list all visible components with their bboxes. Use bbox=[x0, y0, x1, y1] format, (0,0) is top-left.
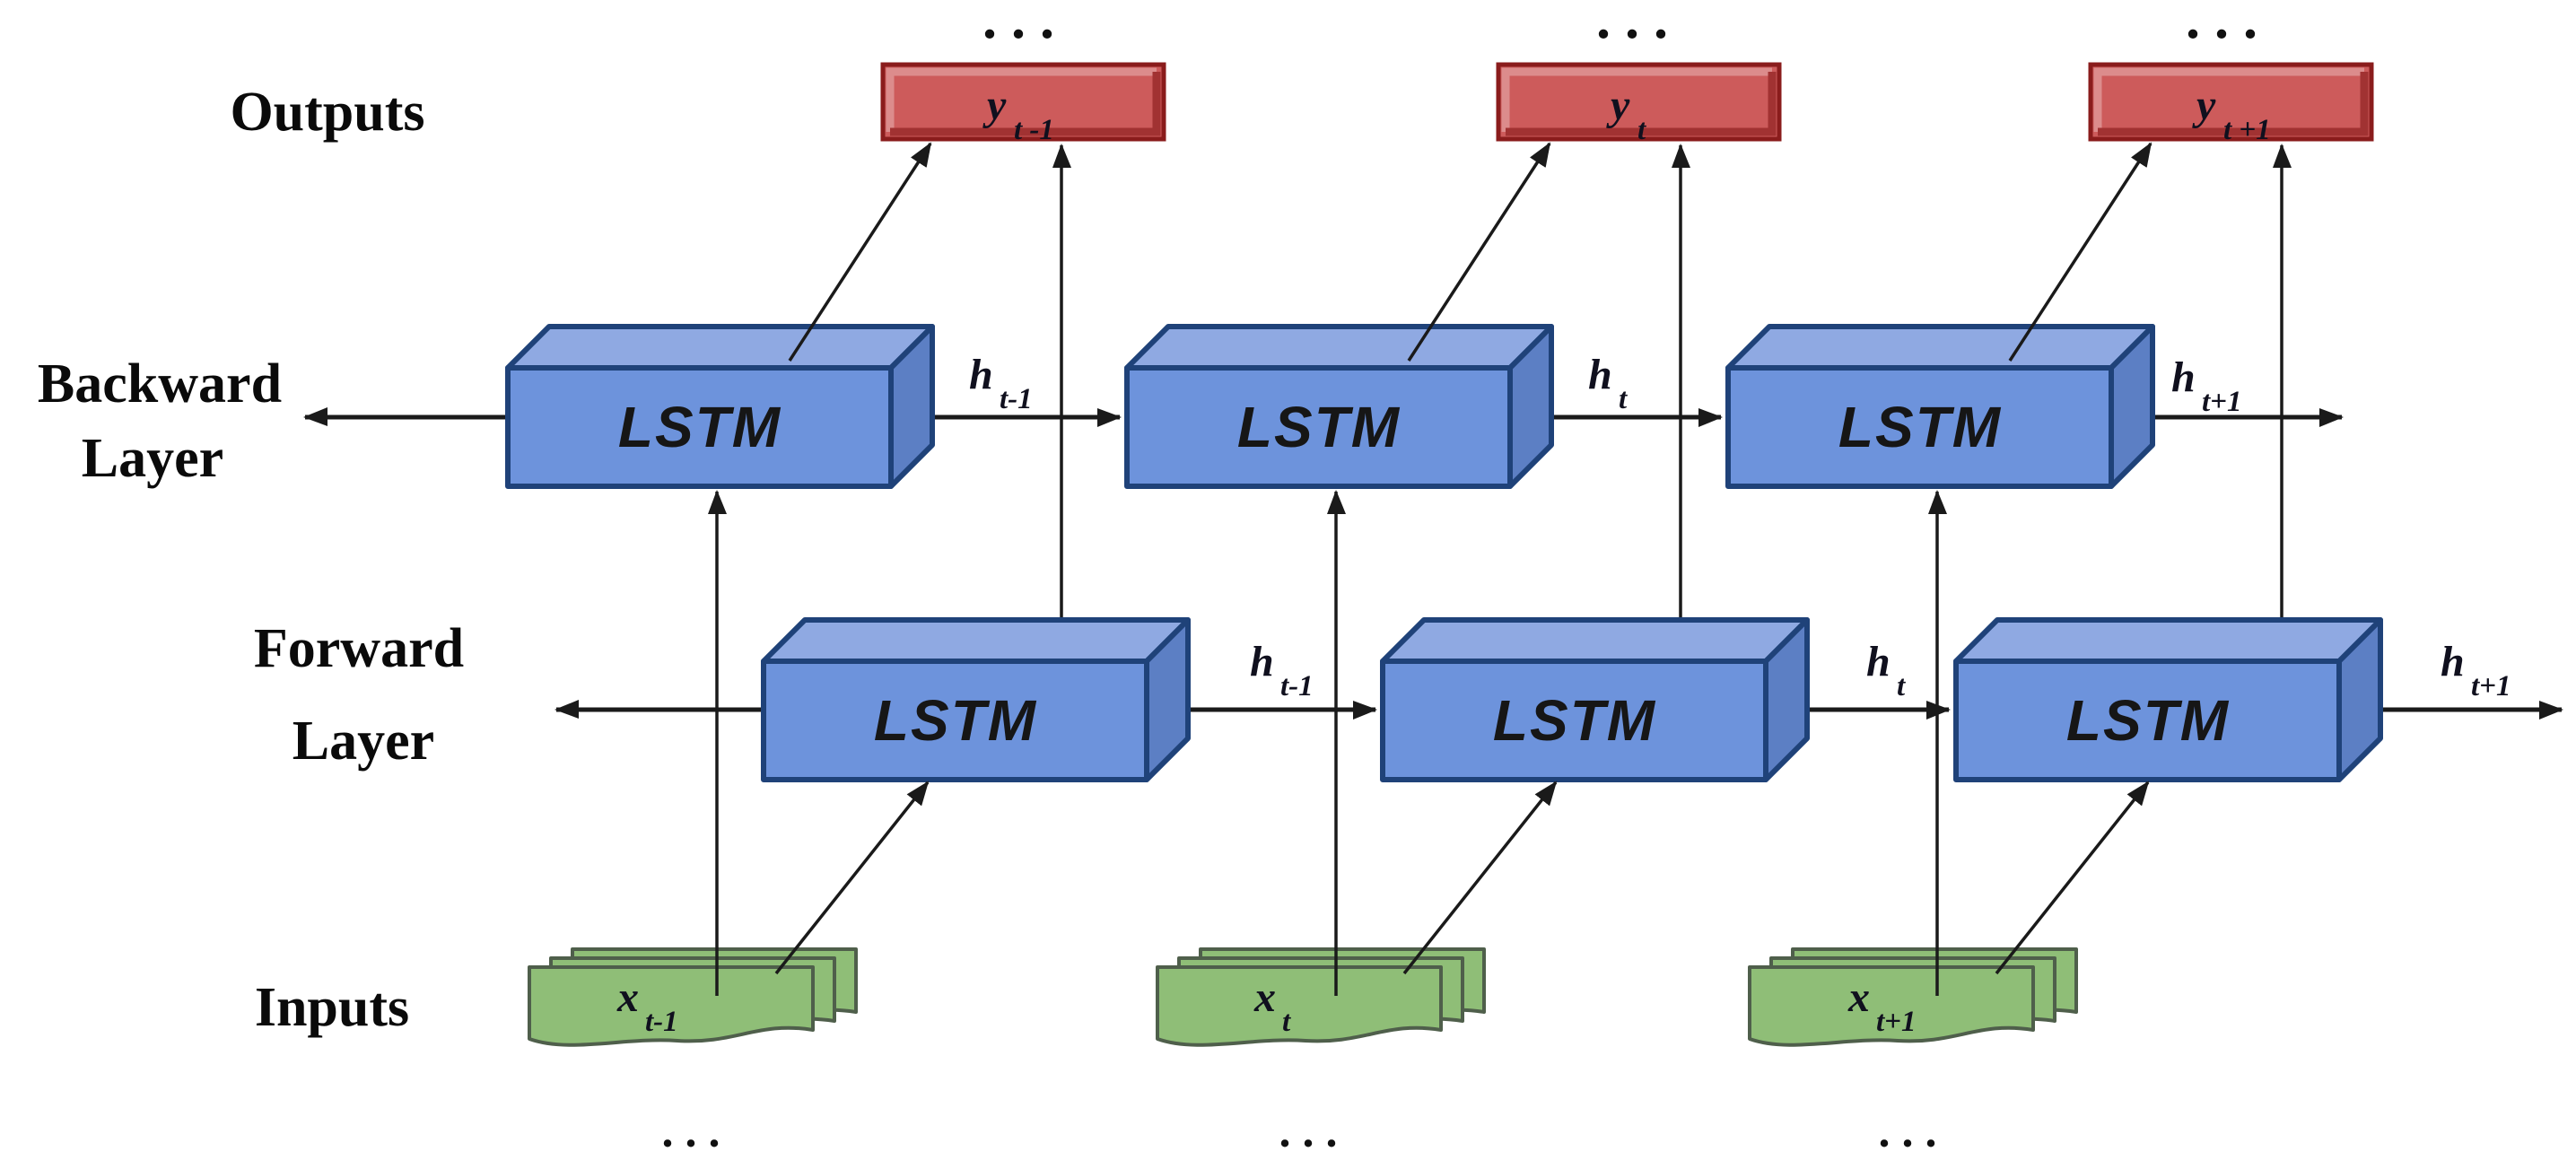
row-label-backward-line1: Backward bbox=[38, 353, 282, 414]
input-sheet-front bbox=[1156, 965, 1443, 1047]
row-label-backward-line2: Layer bbox=[82, 428, 223, 489]
hidden-label-sub: t+1 bbox=[2202, 386, 2241, 418]
output-box-face bbox=[880, 62, 1166, 142]
output-box-bevel-highlight bbox=[2093, 67, 2364, 132]
hidden-label-sub: t+1 bbox=[2471, 670, 2511, 702]
output-box-face bbox=[2088, 62, 2374, 142]
output-label-main: y bbox=[982, 82, 1007, 129]
output-box-bevel-highlight bbox=[1501, 67, 1772, 132]
hidden-label-sub: t-1 bbox=[1000, 383, 1033, 415]
output-box-bevel-shadow bbox=[2098, 72, 2369, 136]
lstm-text: LSTM bbox=[1493, 688, 1656, 753]
lstm-box-top-face bbox=[1124, 324, 1554, 371]
backward-hidden-label-t: h t bbox=[1588, 351, 1628, 415]
backward-hidden-label-t-minus-1: h t-1 bbox=[969, 351, 1033, 415]
input-label-sub: t+1 bbox=[1876, 1006, 1916, 1038]
input-stack-t-plus-1 bbox=[1748, 947, 2078, 1047]
output-label-sub: t -1 bbox=[1014, 114, 1054, 146]
output-label-main: y bbox=[1606, 82, 1630, 129]
output-box-face bbox=[1496, 62, 1782, 142]
lstm-box-front-face bbox=[1953, 659, 2342, 782]
ellipsis-bottom-t-plus-1: . . . bbox=[1879, 1106, 1937, 1157]
input-to-forward-arrow-t-minus-1 bbox=[774, 781, 930, 975]
hidden-label-sub: t bbox=[1897, 670, 1906, 702]
input-stack-t-minus-1 bbox=[528, 947, 858, 1047]
lstm-box-front-face bbox=[1380, 659, 1768, 782]
output-box-bevel-shadow bbox=[1506, 72, 1777, 136]
input-sheet-front bbox=[1748, 965, 2035, 1047]
backward-lstm-t-minus-1: LSTM bbox=[505, 324, 935, 489]
lstm-text: LSTM bbox=[2066, 688, 2230, 753]
backward-to-output-arrow-t-plus-1 bbox=[2008, 142, 2152, 362]
hidden-label-sub: t bbox=[1619, 383, 1628, 415]
output-box-t-minus-1: y t -1 bbox=[880, 62, 1166, 146]
input-label-main: x bbox=[616, 973, 639, 1021]
lstm-text: LSTM bbox=[618, 395, 782, 459]
lstm-box-top-face bbox=[1953, 617, 2383, 664]
hidden-label-main: h bbox=[969, 351, 993, 398]
row-label-forward-line1: Forward bbox=[254, 618, 464, 679]
lstm-box-front-face bbox=[1124, 365, 1513, 489]
lstm-box-top-face bbox=[1725, 324, 2155, 371]
output-label-sub: t +1 bbox=[2223, 114, 2271, 146]
lstm-box-top-face bbox=[505, 324, 935, 371]
input-label-sub: t bbox=[1282, 1006, 1291, 1038]
output-label-main: y bbox=[2192, 82, 2216, 129]
backward-lstm-t-plus-1: LSTM bbox=[1725, 324, 2155, 489]
input-label-sub: t-1 bbox=[645, 1006, 678, 1038]
hidden-label-main: h bbox=[1250, 638, 1274, 685]
output-label-sub: t bbox=[1637, 114, 1646, 146]
backward-hidden-label-t-plus-1: h t+1 bbox=[2171, 353, 2241, 418]
input-label-main: x bbox=[1253, 973, 1276, 1021]
input-label-t-minus-1: x t-1 bbox=[616, 973, 678, 1038]
backward-to-output-arrow-t-minus-1 bbox=[788, 142, 932, 362]
forward-lstm-t-plus-1: LSTM bbox=[1953, 617, 2383, 782]
output-box-bevel-highlight bbox=[886, 67, 1157, 132]
input-label-main: x bbox=[1847, 973, 1870, 1021]
lstm-box-front-face bbox=[1725, 365, 2114, 489]
forward-lstm-t: LSTM bbox=[1380, 617, 1810, 782]
lstm-text: LSTM bbox=[1838, 395, 2002, 459]
forward-hidden-label-t-plus-1: h t+1 bbox=[2441, 638, 2511, 702]
hidden-label-main: h bbox=[1588, 351, 1612, 398]
ellipsis-top-t: . . . bbox=[1596, 0, 1668, 50]
input-sheet-front bbox=[528, 965, 815, 1047]
input-label-t: x t bbox=[1253, 973, 1291, 1038]
input-label-t-plus-1: x t+1 bbox=[1847, 973, 1916, 1038]
hidden-label-main: h bbox=[1866, 638, 1891, 685]
ellipsis-bottom-t-minus-1: . . . bbox=[662, 1106, 720, 1157]
output-box-t: y t bbox=[1496, 62, 1782, 146]
ellipsis-bottom-t: . . . bbox=[1279, 1106, 1338, 1157]
input-stack-t bbox=[1156, 947, 1486, 1047]
hidden-label-main: h bbox=[2171, 353, 2196, 401]
forward-hidden-label-t-minus-1: h t-1 bbox=[1250, 638, 1314, 702]
hidden-label-main: h bbox=[2441, 638, 2465, 685]
ellipsis-top-t-plus-1: . . . bbox=[2186, 0, 2257, 50]
output-box-t-plus-1: y t +1 bbox=[2088, 62, 2374, 146]
output-box-bevel-shadow bbox=[890, 72, 1161, 136]
lstm-box-top-face bbox=[1380, 617, 1810, 664]
lstm-text: LSTM bbox=[874, 688, 1037, 753]
ellipsis-top-t-minus-1: . . . bbox=[982, 0, 1054, 50]
backward-to-output-arrow-t bbox=[1407, 142, 1551, 362]
forward-lstm-t-minus-1: LSTM bbox=[761, 617, 1191, 782]
lstm-box-front-face bbox=[505, 365, 894, 489]
input-to-forward-arrow-t-plus-1 bbox=[1995, 781, 2150, 975]
hidden-label-sub: t-1 bbox=[1280, 670, 1314, 702]
lstm-text: LSTM bbox=[1237, 395, 1401, 459]
lstm-box-top-face bbox=[761, 617, 1191, 664]
backward-lstm-t: LSTM bbox=[1124, 324, 1554, 489]
row-label-inputs: Inputs bbox=[255, 977, 409, 1038]
forward-hidden-label-t: h t bbox=[1866, 638, 1906, 702]
row-label-outputs: Outputs bbox=[230, 82, 424, 143]
lstm-box-front-face bbox=[761, 659, 1149, 782]
input-to-forward-arrow-t bbox=[1402, 781, 1558, 975]
row-label-forward-line2: Layer bbox=[293, 711, 434, 772]
